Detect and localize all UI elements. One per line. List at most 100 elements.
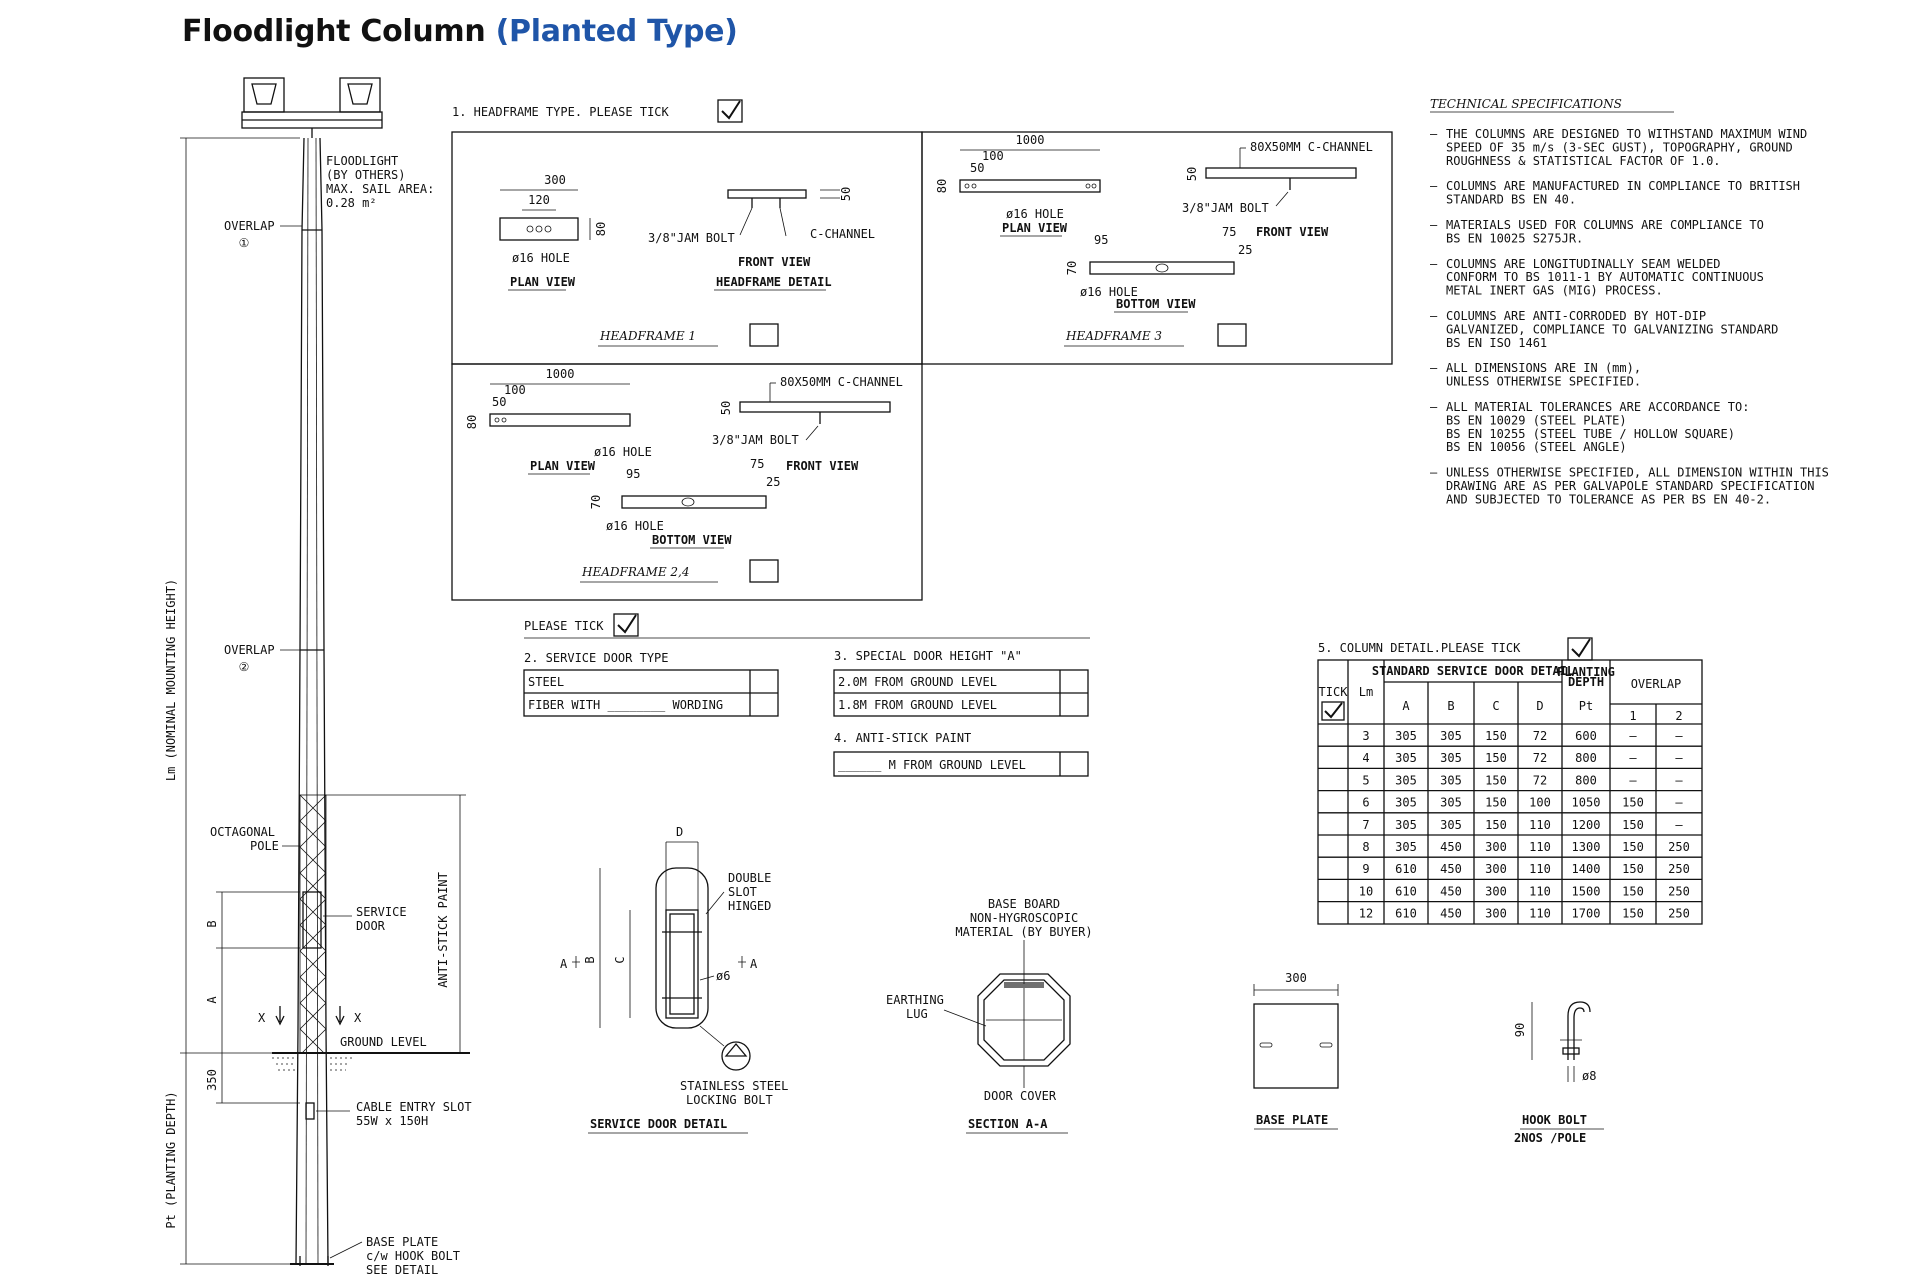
table-cell: – — [1675, 773, 1683, 787]
lm-label: Lm (NOMINAL MOUNTING HEIGHT) — [164, 579, 178, 781]
sd-double: DOUBLE — [728, 871, 771, 885]
table-cell: 1300 — [1572, 840, 1601, 854]
table-cell: 110 — [1529, 818, 1551, 832]
col-subheader: 2 — [1675, 709, 1682, 723]
hf3-dim-50: 50 — [970, 161, 984, 175]
tech-spec-line: MATERIALS USED FOR COLUMNS ARE COMPLIANC… — [1446, 218, 1764, 232]
tech-spec-list: –THE COLUMNS ARE DESIGNED TO WITHSTAND M… — [1430, 127, 1829, 506]
section-x-right: X — [354, 1011, 362, 1025]
hf1-c-channel: C-CHANNEL — [810, 227, 875, 241]
hf3-dim-95: 95 — [1094, 233, 1108, 247]
hf24-dim-100: 100 — [504, 383, 526, 397]
door-fiber-tick[interactable] — [750, 693, 778, 716]
height-option-2m: 2.0M FROM GROUND LEVEL — [838, 675, 997, 689]
hf3-dim-100: 100 — [982, 149, 1004, 163]
table-cell: 800 — [1575, 751, 1597, 765]
sd-title: SERVICE DOOR DETAIL — [590, 1117, 727, 1131]
section-x-left: X — [258, 1011, 266, 1025]
sd-dim-d: D — [676, 825, 683, 839]
table-cell: 305 — [1395, 796, 1417, 810]
table-row-tick-cell[interactable] — [1318, 902, 1348, 924]
hb-dim-90: 90 — [1513, 1023, 1527, 1037]
col-header-depth: DEPTH — [1568, 675, 1604, 689]
hf24-front-view: FRONT VIEW — [786, 459, 859, 473]
hf1-dim-120: 120 — [528, 193, 550, 207]
table-row-tick-cell[interactable] — [1318, 857, 1348, 879]
table-cell: 4 — [1362, 751, 1369, 765]
table-cell: 250 — [1668, 907, 1690, 921]
anti-stick-label: ANTI-STICK PAINT — [436, 872, 450, 988]
table-cell: – — [1675, 729, 1683, 743]
section-a-a: BASE BOARD NON-HYGROSCOPIC MATERIAL (BY … — [886, 897, 1093, 1134]
table-cell: 150 — [1485, 773, 1507, 787]
table-cell: – — [1629, 751, 1637, 765]
hf24-dim-50: 50 — [492, 395, 506, 409]
cable-entry-label: CABLE ENTRY SLOT — [356, 1100, 472, 1114]
table-cell: 1700 — [1572, 907, 1601, 921]
hf24-channel: 80X50MM C-CHANNEL — [780, 375, 903, 389]
hb-title: HOOK BOLT — [1522, 1113, 1587, 1127]
title-main: Floodlight Column — [182, 14, 486, 49]
options-please-tick: PLEASE TICK — [524, 619, 604, 633]
tech-spec-line: DRAWING ARE AS PER GALVAPOLE STANDARD SP… — [1446, 479, 1814, 493]
table-cell: 1050 — [1572, 796, 1601, 810]
table-row-tick-cell[interactable] — [1318, 768, 1348, 790]
table-cell: 305 — [1395, 818, 1417, 832]
tech-spec-bullet: – — [1430, 400, 1438, 414]
tech-spec-line: ALL DIMENSIONS ARE IN (mm), — [1446, 361, 1641, 375]
hf1-tick-box[interactable] — [749, 323, 779, 347]
service-door-detail: D DOUBLE SLOT HINGED B C A A ø6 STAINLES… — [560, 825, 788, 1134]
column-table-tick-box[interactable] — [1567, 637, 1593, 661]
floodlight-note: FLOODLIGHT (BY OTHERS) MAX. SAIL AREA: 0… — [326, 154, 434, 210]
pole-left-edge — [295, 137, 305, 1265]
table-row-tick-cell[interactable] — [1318, 724, 1348, 746]
base-plate-note: BASE PLATE — [366, 1235, 438, 1249]
sec-board-material: NON-HYGROSCOPIC — [970, 911, 1078, 925]
table-cell: 610 — [1395, 884, 1417, 898]
hf24-bolt: 3/8"JAM BOLT — [712, 433, 799, 447]
tech-spec-bullet: – — [1430, 466, 1438, 480]
octagonal-label: OCTAGONAL — [210, 825, 275, 839]
tech-spec-line: UNLESS OTHERWISE SPECIFIED, ALL DIMENSIO… — [1446, 466, 1829, 480]
hf3-tick-box[interactable] — [1217, 323, 1247, 347]
hf24-dim-95: 95 — [626, 467, 640, 481]
headframe-tick-box[interactable] — [717, 99, 743, 123]
col-subheader: D — [1536, 699, 1543, 713]
tech-spec-line: ALL MATERIAL TOLERANCES ARE ACCORDANCE T… — [1446, 400, 1749, 414]
height-1-8m-tick[interactable] — [1060, 693, 1088, 716]
options-tick-box[interactable] — [613, 613, 639, 637]
hf24-plan-view: PLAN VIEW — [530, 459, 596, 473]
tech-spec-line: GALVANIZED, COMPLIANCE TO GALVANIZING ST… — [1446, 322, 1778, 336]
height-2m-tick[interactable] — [1060, 670, 1088, 693]
hook-bolt-detail: 90 ø8 HOOK BOLT 2NOS /POLE — [1513, 1001, 1604, 1145]
hf3-front-view: FRONT VIEW — [1256, 225, 1329, 239]
table-cell: 305 — [1440, 818, 1462, 832]
service-door-outline — [302, 891, 322, 949]
hf24-tick-box[interactable] — [749, 559, 779, 583]
sd-dim-c: C — [613, 956, 627, 963]
table-cell: 8 — [1362, 840, 1369, 854]
table-cell: 250 — [1668, 884, 1690, 898]
door-steel-tick[interactable] — [750, 670, 778, 693]
service-door-label: DOOR — [356, 919, 386, 933]
dim-b: B — [205, 920, 219, 927]
table-row-tick-cell[interactable] — [1318, 813, 1348, 835]
tech-spec-line: CONFORM TO BS 1011-1 BY AUTOMATIC CONTIN… — [1446, 270, 1764, 284]
cable-entry-label: 55W x 150H — [356, 1114, 428, 1128]
height-option-1-8m: 1.8M FROM GROUND LEVEL — [838, 698, 997, 712]
table-row-tick-cell[interactable] — [1318, 791, 1348, 813]
tech-spec-bullet: – — [1430, 257, 1438, 271]
table-cell: 450 — [1440, 907, 1462, 921]
tech-spec-line: UNLESS OTHERWISE SPECIFIED. — [1446, 375, 1641, 389]
sec-door-cover: DOOR COVER — [984, 1089, 1057, 1103]
table-row-tick-cell[interactable] — [1318, 835, 1348, 857]
anti-stick-tick[interactable] — [1060, 752, 1088, 776]
tech-spec-title: TECHNICAL SPECIFICATIONS — [1430, 97, 1622, 111]
table-row-tick-cell[interactable] — [1318, 879, 1348, 901]
col-subheader: B — [1447, 699, 1454, 713]
table-row-tick-cell[interactable] — [1318, 746, 1348, 768]
hf24-bottom-hole: ø16 HOLE — [606, 519, 664, 533]
table-cell: 305 — [1440, 773, 1462, 787]
table-cell: 3 — [1362, 729, 1369, 743]
floodlight-note-line: FLOODLIGHT — [326, 154, 398, 168]
